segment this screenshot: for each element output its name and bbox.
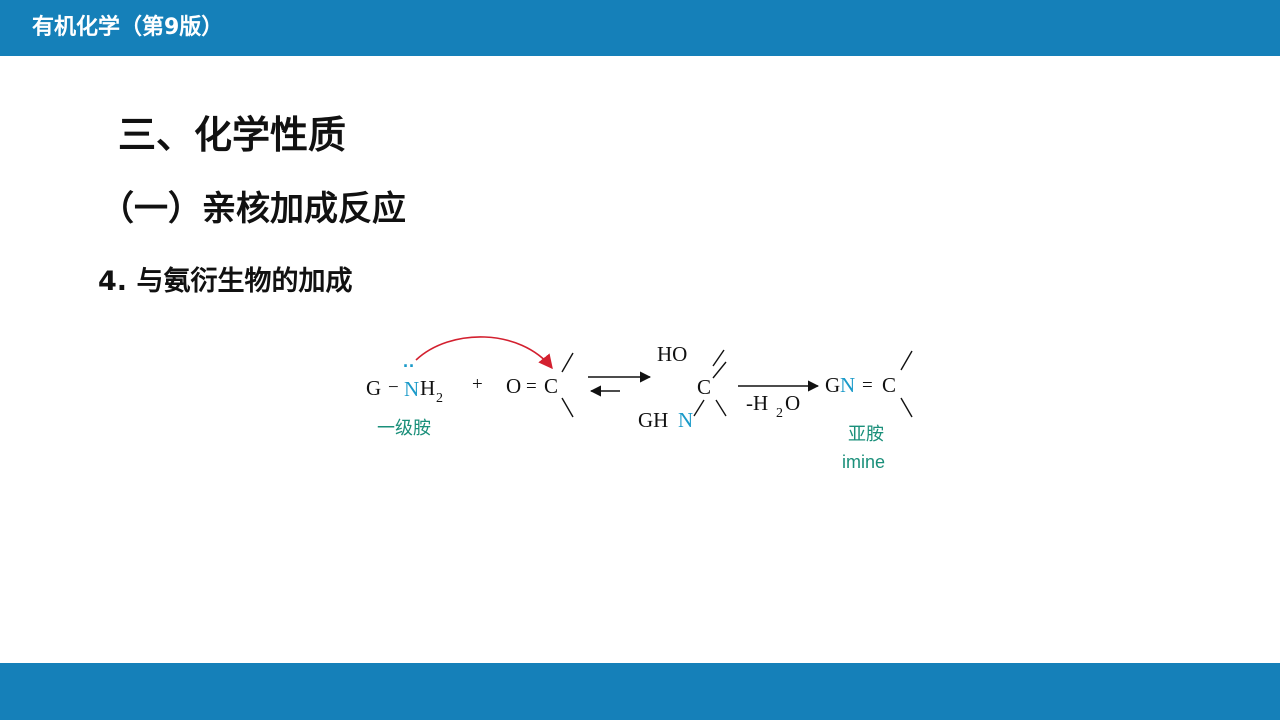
amine-subscript: 2 bbox=[436, 391, 443, 406]
condition-minus-h: -H bbox=[746, 391, 768, 415]
intermediate-bond-lower bbox=[715, 399, 727, 417]
carbonyl-oxygen: O bbox=[506, 374, 521, 398]
lone-pair-dots: ·· bbox=[403, 356, 415, 376]
header-title: 有机化学（第9版） bbox=[32, 15, 224, 40]
reaction-scheme: G − N H 2 ·· 一级胺 + O = C HO C GH N -H 2 … bbox=[366, 336, 913, 472]
amine-single-bond: − bbox=[388, 377, 399, 398]
intermediate-nitrogen: N bbox=[678, 408, 693, 432]
carbonyl-double-bond: = bbox=[526, 376, 537, 397]
imine-carbon: C bbox=[882, 373, 896, 397]
condition-subscript: 2 bbox=[776, 406, 783, 421]
intermediate-bond-n bbox=[693, 399, 705, 417]
amine-nitrogen: N bbox=[404, 377, 419, 401]
carbonyl-bond-upper bbox=[561, 352, 574, 373]
primary-amine: G − N H 2 ·· 一级胺 bbox=[366, 356, 443, 438]
imine-double-bond: = bbox=[862, 375, 873, 396]
intermediate-bond-upper bbox=[712, 361, 727, 379]
condition-oxygen: O bbox=[785, 391, 800, 415]
imine-product: G N = C 亚胺 imine bbox=[825, 350, 913, 472]
imine-label-en: imine bbox=[842, 452, 885, 472]
primary-amine-label: 一级胺 bbox=[377, 418, 431, 438]
nucleophilic-attack-arrow bbox=[415, 336, 553, 370]
header-bar: 有机化学（第9版） bbox=[0, 0, 1280, 56]
carbonyl-carbon: C bbox=[544, 374, 558, 398]
dehydration-condition: -H 2 O bbox=[746, 391, 800, 421]
carbinolamine-intermediate: HO C GH N bbox=[638, 342, 727, 432]
intermediate-bond-ho bbox=[712, 349, 725, 367]
imine-bond-lower bbox=[900, 397, 913, 418]
carbonyl-bond-lower bbox=[561, 397, 574, 418]
slide-subheading: （一）亲核加成反应 bbox=[100, 189, 406, 229]
amine-hydrogen: H bbox=[420, 376, 435, 400]
intermediate-hydroxyl: HO bbox=[657, 342, 687, 366]
plus-sign: + bbox=[472, 374, 483, 395]
section-title: 4. 与氨衍生物的加成 bbox=[98, 266, 353, 297]
carbonyl-compound: O = C bbox=[506, 352, 574, 418]
imine-label-cn: 亚胺 bbox=[848, 424, 884, 444]
intermediate-gh: GH bbox=[638, 408, 668, 432]
slide-heading: 三、化学性质 bbox=[118, 113, 347, 157]
imine-bond-upper bbox=[900, 350, 913, 371]
amine-group-g: G bbox=[366, 376, 381, 400]
imine-group-g: G bbox=[825, 373, 840, 397]
intermediate-carbon: C bbox=[697, 375, 711, 399]
footer-bar bbox=[0, 663, 1280, 720]
imine-nitrogen: N bbox=[840, 373, 855, 397]
